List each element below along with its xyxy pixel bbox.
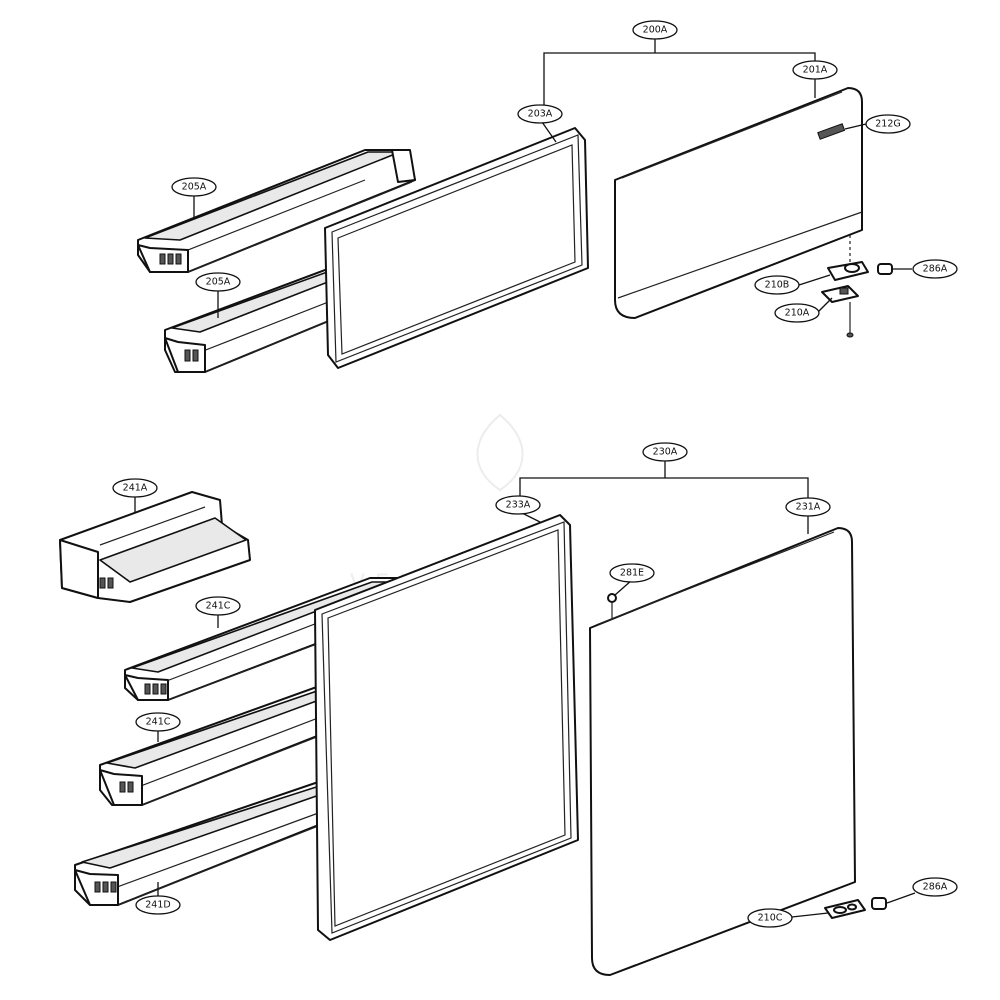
callout-205A-lower: 205A — [195, 272, 241, 292]
callout-201A: 201A — [792, 60, 838, 80]
callout-210C: 210C — [747, 908, 793, 928]
svg-text:203A: 203A — [528, 109, 553, 120]
dairy-compartment-241A — [59, 491, 251, 603]
svg-text:231A: 231A — [796, 502, 821, 513]
callout-241C-lower: 241C — [135, 712, 181, 732]
door-bin-205A-upper — [137, 149, 416, 273]
callout-281E: 281E — [609, 563, 655, 583]
svg-text:241A: 241A — [123, 483, 148, 494]
callout-241D: 241D — [135, 895, 181, 915]
svg-text:201A: 201A — [803, 65, 828, 76]
callout-231A: 231A — [785, 497, 831, 517]
gasket-203A — [324, 127, 589, 369]
callout-210A: 210A — [774, 303, 820, 323]
callout-230A: 230A — [642, 442, 688, 462]
svg-text:205A: 205A — [182, 182, 207, 193]
svg-text:241D: 241D — [145, 900, 170, 911]
callout-286A-lower: 286A — [912, 877, 958, 897]
gasket-233A — [314, 514, 579, 941]
svg-text:212G: 212G — [875, 119, 901, 130]
svg-text:205A: 205A — [206, 277, 231, 288]
hinge-hardware-bottom — [824, 897, 887, 919]
svg-text:210B: 210B — [765, 280, 790, 291]
svg-text:286A: 286A — [923, 882, 948, 893]
svg-text:241C: 241C — [146, 717, 171, 728]
svg-text:281E: 281E — [620, 568, 644, 579]
callout-205A-upper: 205A — [171, 177, 217, 197]
leader-lines-bottom — [134, 460, 916, 918]
callout-210B: 210B — [754, 275, 800, 295]
callout-241A: 241A — [112, 478, 158, 498]
callout-200A: 200A — [632, 20, 678, 40]
svg-text:210C: 210C — [758, 913, 783, 924]
door-panel-231A — [589, 527, 856, 976]
svg-text:233A: 233A — [506, 500, 531, 511]
svg-text:286A: 286A — [923, 264, 948, 275]
callout-233A: 233A — [495, 495, 541, 515]
svg-text:230A: 230A — [653, 447, 678, 458]
door-bin-241D — [74, 777, 357, 906]
callout-212G: 212G — [865, 114, 911, 134]
svg-text:241C: 241C — [206, 601, 231, 612]
callout-203A: 203A — [517, 104, 563, 124]
svg-text:210A: 210A — [785, 308, 810, 319]
callout-286A-upper: 286A — [912, 259, 958, 279]
callout-241C-upper: 241C — [195, 596, 241, 616]
door-panel-201A — [614, 87, 863, 319]
svg-text:200A: 200A — [643, 25, 668, 36]
hinge-hardware-top — [821, 235, 893, 338]
